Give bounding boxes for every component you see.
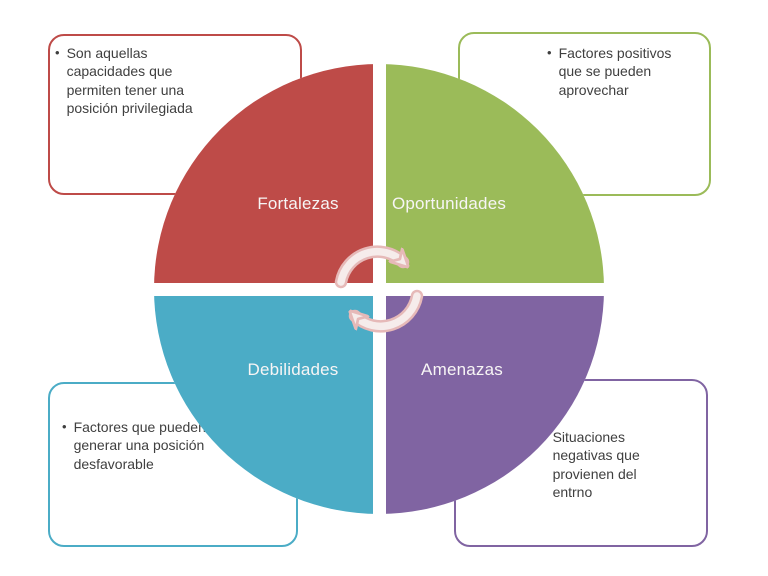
callout-note-fortalezas: • Son aquellas capacidades que permiten … [55,44,213,118]
quadrant-label-debilidades: Debilidades [247,360,339,379]
callout-note-oportunidades: • Factores positivos que se pueden aprov… [547,44,693,99]
quadrant-label-amenazas: Amenazas [421,360,503,379]
callout-note-text: Factores positivos que se pueden aprovec… [558,45,672,98]
callout-note-text: Factores que pueden generar una posición… [73,419,206,472]
bullet-icon: • [55,45,60,60]
swot-circle [154,64,604,514]
callout-note-debilidades: • Factores que pueden generar una posici… [62,418,212,473]
bullet-icon: • [547,45,552,60]
quadrant-label-fortalezas: Fortalezas [257,194,339,213]
callout-note-text: Son aquellas capacidades que permiten te… [66,45,193,117]
callout-note-amenazas: • Situaciones negativas que provienen de… [541,428,679,502]
callout-note-text: Situaciones negativas que provienen del … [552,429,640,501]
quadrant-label-oportunidades: Oportunidades [391,194,507,213]
bullet-icon: • [62,419,67,434]
cycle-arrows-icon [334,245,424,333]
